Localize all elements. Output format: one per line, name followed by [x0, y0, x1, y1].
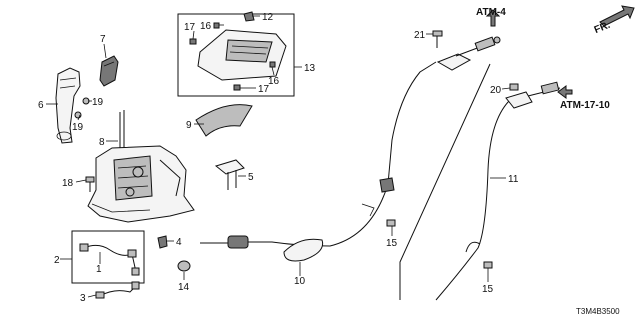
callout-16-lower: 16 — [268, 76, 280, 87]
callout-3: 3 — [80, 293, 86, 304]
shift-lever-assembly — [87, 110, 195, 223]
indicator-panel — [197, 29, 287, 81]
clip-16-upper — [213, 22, 220, 29]
callout-12: 12 — [262, 12, 274, 23]
clip-12 — [243, 11, 255, 22]
front-arrow-icon — [599, 5, 635, 27]
nut-15-middle — [386, 219, 396, 227]
clip-17-upper — [189, 38, 197, 45]
callout-6: 6 — [38, 100, 44, 111]
select-cable — [200, 61, 437, 262]
callout-20: 20 — [490, 85, 502, 96]
harness-box — [71, 230, 145, 284]
cable-clip-10 — [379, 177, 395, 193]
callout-21: 21 — [414, 30, 426, 41]
callout-18: 18 — [62, 178, 74, 189]
callout-15-middle: 15 — [386, 238, 398, 249]
atm1710-arrow-icon — [557, 85, 573, 99]
bolt-21 — [432, 30, 443, 48]
callout-8: 8 — [99, 137, 105, 148]
ref-atm4: ATM-4 — [476, 7, 506, 18]
callout-19-lower: 19 — [72, 122, 84, 133]
clip-16-lower — [269, 61, 276, 68]
plate-5 — [214, 159, 245, 190]
callout-10: 10 — [294, 276, 306, 287]
atm4-arrow-icon — [485, 9, 501, 27]
section-divider — [399, 63, 491, 300]
grommet-14 — [177, 260, 191, 272]
callout-19-upper: 19 — [92, 97, 104, 108]
clip-4 — [157, 235, 168, 249]
indicator-box — [177, 13, 295, 97]
callout-labels: 1 2 3 4 5 6 7 8 9 10 11 12 13 14 15 15 1… — [38, 12, 519, 304]
callout-1: 1 — [96, 264, 102, 275]
cable-end-atm4 — [436, 36, 501, 71]
callout-2: 2 — [54, 255, 60, 266]
callout-17-lower: 17 — [258, 84, 270, 95]
callout-11: 11 — [508, 174, 519, 185]
callout-17-upper: 17 — [184, 22, 196, 33]
callout-9: 9 — [186, 120, 192, 131]
callout-15-right: 15 — [482, 284, 494, 295]
callout-13: 13 — [304, 63, 316, 74]
sensor-3 — [95, 281, 140, 299]
callout-14: 14 — [178, 282, 190, 293]
nut-15-right — [483, 261, 493, 269]
knob-button — [99, 55, 119, 87]
control-cable — [435, 81, 561, 301]
diagram-code: T3M4B3500 — [576, 307, 620, 316]
harness — [79, 243, 140, 276]
cable-stay-10 — [361, 203, 375, 217]
pin-19-lower — [74, 111, 82, 119]
shift-knob — [55, 67, 81, 144]
callout-16-upper: 16 — [200, 21, 212, 32]
callout-5: 5 — [248, 172, 254, 183]
callout-4: 4 — [176, 237, 182, 248]
bolt-18 — [85, 176, 95, 192]
clip-17-lower — [233, 84, 241, 91]
callout-7: 7 — [100, 34, 106, 45]
leader-lines — [46, 15, 511, 298]
ref-atm1710: ATM-17-10 — [560, 100, 610, 111]
cover-9 — [195, 104, 253, 137]
nut-20 — [509, 83, 519, 91]
